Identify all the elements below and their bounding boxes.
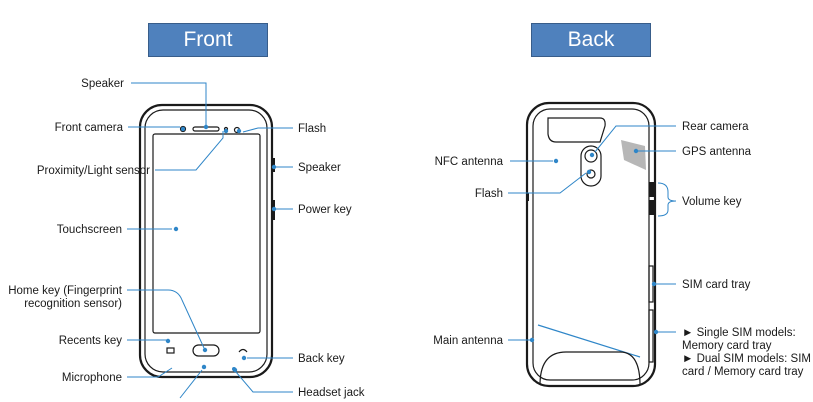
back-key-icon — [238, 348, 248, 353]
label-dual-sim-line2: card / Memory card tray — [682, 366, 804, 378]
label-touchscreen: Touchscreen — [57, 224, 122, 236]
label-nfc-antenna: NFC antenna — [435, 156, 504, 168]
memory-card-tray-slot — [648, 309, 654, 363]
volume-down-key — [649, 200, 654, 215]
label-flash-back: Flash — [475, 188, 503, 200]
front-header: Front — [148, 23, 268, 57]
back-phone-inner — [532, 108, 650, 381]
label-gps-antenna: GPS antenna — [682, 146, 752, 158]
back-header: Back — [531, 23, 651, 57]
back-phone-body — [525, 101, 657, 388]
recents-key-icon — [166, 347, 175, 354]
label-microphone: Microphone — [62, 372, 122, 384]
label-main-antenna: Main antenna — [433, 335, 503, 347]
left-side-mark — [526, 193, 529, 201]
camera-module — [580, 145, 602, 187]
label-front-camera: Front camera — [55, 122, 124, 134]
label-home-key-line2: recognition sensor) — [24, 298, 122, 310]
label-dual-sim-line1: ► Dual SIM models: SIM — [682, 353, 811, 365]
label-volume-key: Volume key — [682, 196, 742, 208]
label-flash-front: Flash — [298, 123, 326, 135]
label-speaker-top: Speaker — [81, 78, 124, 90]
front-labels: Speaker Front camera Proximity/Light sen… — [8, 78, 364, 399]
label-back-key: Back key — [298, 353, 345, 365]
back-leaders — [508, 125, 677, 343]
label-single-sim-line1: ► Single SIM models: — [682, 327, 796, 339]
label-speaker-side: Speaker — [298, 162, 341, 174]
volume-up-key — [649, 182, 654, 197]
nfc-antenna-outline — [547, 117, 606, 143]
label-sim-card-tray: SIM card tray — [682, 279, 751, 291]
back-phone — [525, 101, 657, 388]
back-labels: NFC antenna Flash Main antenna Rear came… — [433, 121, 811, 378]
label-recents-key: Recents key — [59, 335, 123, 347]
label-power-key: Power key — [298, 204, 352, 216]
label-single-sim-line2: Memory card tray — [682, 340, 772, 352]
label-rear-camera: Rear camera — [682, 121, 749, 133]
front-leaders — [127, 82, 293, 399]
front-camera-lens — [179, 125, 187, 133]
rear-flash-lens — [586, 169, 596, 179]
rear-camera-lens — [584, 149, 598, 163]
main-antenna-curve — [539, 351, 641, 386]
label-headset-jack: Headset jack — [298, 387, 365, 399]
front-screen — [152, 133, 261, 334]
front-phone — [138, 103, 275, 379]
home-key — [192, 344, 220, 357]
label-proximity-sensor: Proximity/Light sensor — [37, 165, 150, 177]
label-home-key-line1: Home key (Fingerprint — [8, 285, 123, 297]
gps-antenna-shade — [621, 140, 646, 170]
front-phone-body — [138, 103, 274, 379]
